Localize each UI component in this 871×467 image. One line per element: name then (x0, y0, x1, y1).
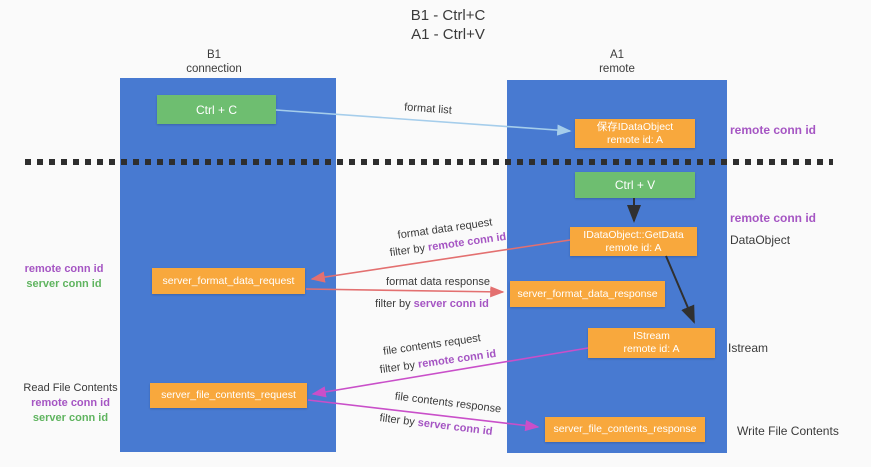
ctrl-c-label: Ctrl + C (195, 102, 237, 117)
left-bottom-labels: Read File Contents remote conn id server… (18, 381, 123, 426)
right-remote-conn-id-mid: remote conn id (730, 211, 817, 225)
lifeline-b1-role: connection (186, 63, 242, 75)
title-line-2: A1 - Ctrl+V (411, 26, 485, 43)
format-data-response-filter-label: filter by server conn id (375, 298, 489, 310)
left-remote-conn-id-bottom: remote conn id (31, 397, 110, 409)
server-file-contents-request-label: server_file_contents_request (161, 389, 296, 401)
ctrl-v-label: Ctrl + V (614, 178, 656, 192)
lifeline-b1-header: B1 connection (154, 48, 274, 76)
lifeline-a1-name: A1 (609, 49, 625, 61)
format-data-response-label: format data response (386, 276, 490, 288)
right-dataobject-label: DataObject (730, 233, 791, 247)
filter-by-text: filter by (378, 412, 416, 429)
getdata-box: IDataObject::GetData remote id: A (570, 227, 697, 256)
filter-by-text: filter by (389, 242, 426, 260)
istream-box: IStream remote id: A (588, 328, 715, 358)
title-line-1: B1 - Ctrl+C (410, 7, 486, 24)
left-server-conn-id-bottom: server conn id (32, 412, 109, 424)
server-conn-id-text: server conn id (413, 298, 489, 310)
read-file-contents-label: Read File Contents (23, 382, 118, 394)
save-idataobject-line2: remote id: A (606, 133, 664, 146)
server-format-data-request-label: server_format_data_request (162, 274, 295, 287)
server-format-data-response-box: server_format_data_response (510, 281, 665, 307)
server-file-contents-request-box: server_file_contents_request (150, 383, 307, 408)
server-conn-id-text: server conn id (417, 416, 494, 438)
left-mid-conn-ids: remote conn id server conn id (20, 262, 108, 292)
left-server-conn-id-mid: server conn id (26, 278, 102, 290)
format-list-label: format list (403, 101, 453, 117)
diagram-title: B1 - Ctrl+C A1 - Ctrl+V (288, 6, 608, 44)
right-write-file-contents-label: Write File Contents (737, 424, 839, 438)
istream-line1: IStream (633, 330, 670, 342)
server-format-data-response-label: server_format_data_response (517, 287, 658, 300)
server-format-data-request-box: server_format_data_request (152, 268, 305, 294)
lifeline-a1-role: remote (599, 63, 635, 75)
filter-by-text: filter by (375, 298, 411, 310)
ctrl-v-box: Ctrl + V (575, 172, 695, 198)
server-file-contents-response-label: server_file_contents_response (553, 423, 697, 435)
left-remote-conn-id-mid: remote conn id (24, 263, 104, 275)
ctrl-c-box: Ctrl + C (157, 95, 276, 124)
lifeline-a1-header: A1 remote (557, 48, 677, 76)
filter-by-text: filter by (379, 359, 416, 377)
right-istream-label: Istream (728, 341, 769, 355)
istream-line2: remote id: A (623, 343, 680, 355)
dashed-separator (25, 159, 833, 165)
save-idataobject-box: 保存IDataObject remote id: A (575, 119, 695, 148)
save-idataobject-line1: 保存IDataObject (596, 120, 674, 133)
getdata-line2: remote id: A (605, 241, 662, 254)
file-contents-response-label: file contents response (394, 390, 502, 416)
getdata-line1: IDataObject::GetData (583, 228, 684, 241)
server-file-contents-response-box: server_file_contents_response (545, 417, 705, 442)
right-remote-conn-id-top: remote conn id (730, 123, 817, 137)
file-contents-response-filter-label: filter by server conn id (379, 412, 493, 438)
lifeline-b1-name: B1 (206, 49, 222, 61)
